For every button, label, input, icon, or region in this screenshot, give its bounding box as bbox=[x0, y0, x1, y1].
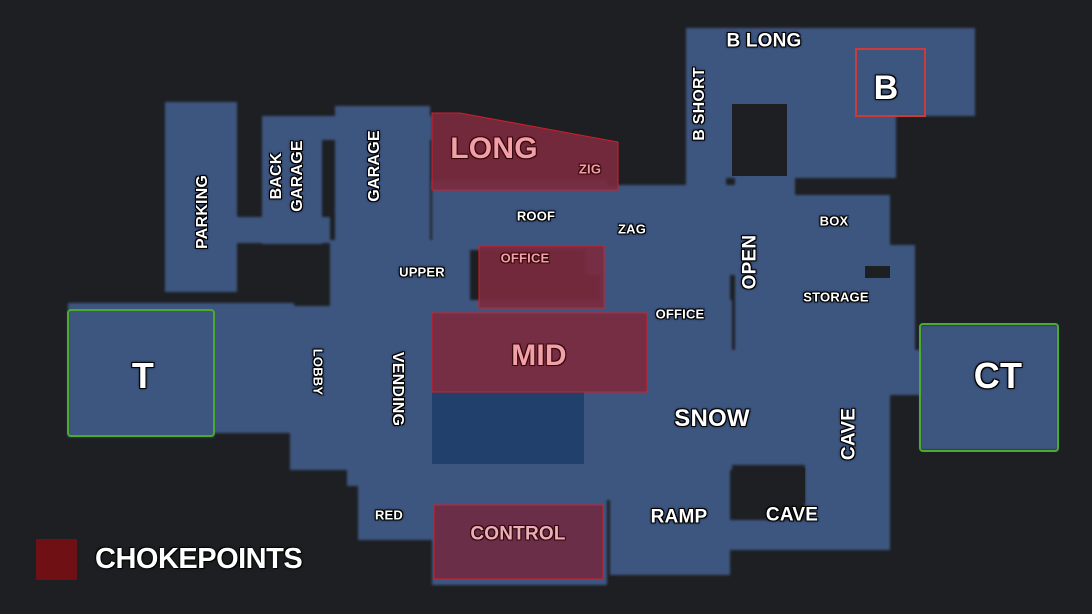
red-floor bbox=[358, 440, 438, 540]
ct-spawn-box bbox=[919, 323, 1059, 452]
control-label: CONTROL bbox=[470, 523, 566, 545]
upper-label: UPPER bbox=[399, 264, 445, 280]
ct-connector bbox=[730, 350, 925, 395]
lobby-label: LOBBY bbox=[310, 348, 326, 396]
zig-label: ZIG bbox=[578, 161, 602, 177]
b-short-label: B SHORT bbox=[691, 67, 708, 141]
back-label: BACK bbox=[268, 152, 285, 200]
wall-chunk-2 bbox=[735, 468, 805, 503]
long-label: LONG bbox=[450, 132, 538, 165]
vending-label: VENDING bbox=[389, 351, 406, 427]
control-chokepoint bbox=[433, 504, 604, 580]
t-spawn-floor bbox=[68, 303, 214, 437]
b-pillar bbox=[732, 104, 787, 176]
b-long-label: B LONG bbox=[726, 30, 802, 52]
box-floor bbox=[790, 195, 890, 245]
garage-floor bbox=[335, 106, 430, 256]
office-chokepoint bbox=[478, 245, 605, 309]
mid-chokepoint bbox=[431, 312, 648, 393]
b-site-box bbox=[855, 48, 926, 117]
roof-label: ROOF bbox=[516, 208, 556, 224]
office-label: OFFICE bbox=[655, 306, 705, 322]
storage-floor bbox=[780, 245, 915, 350]
parking-label: PARKING bbox=[194, 175, 211, 249]
legend: CHOKEPOINTS bbox=[36, 539, 303, 580]
cave-vertical-label: CAVE bbox=[838, 407, 860, 461]
box-label: BOX bbox=[819, 213, 849, 229]
office-choke-label: OFFICE bbox=[500, 250, 550, 266]
long-chokepoint bbox=[431, 112, 619, 191]
red-label: RED bbox=[374, 507, 404, 523]
ct-spawn-floor bbox=[920, 325, 1058, 450]
t-spawn-box bbox=[67, 309, 215, 437]
wall-chunk-1 bbox=[865, 266, 890, 278]
cave-floor bbox=[805, 380, 890, 545]
parking-floor bbox=[165, 102, 237, 292]
back-garage-label: GARAGE bbox=[289, 140, 306, 212]
b-site-label: B bbox=[873, 69, 899, 107]
cave-label: CAVE bbox=[765, 504, 819, 526]
mid-label: MID bbox=[511, 339, 567, 372]
ct-spawn-label: CT bbox=[973, 355, 1023, 396]
snow-label: SNOW bbox=[674, 405, 750, 432]
map-walls bbox=[732, 104, 890, 503]
garage-lower bbox=[330, 240, 470, 310]
legend-swatch bbox=[36, 539, 77, 580]
roof-floor bbox=[432, 180, 607, 250]
legend-label: CHOKEPOINTS bbox=[95, 543, 303, 575]
garage-label: GARAGE bbox=[366, 130, 383, 202]
t-connector bbox=[214, 303, 294, 433]
storage-label: STORAGE bbox=[803, 289, 869, 305]
ramp-label: RAMP bbox=[650, 506, 708, 528]
water-tile bbox=[432, 392, 584, 464]
t-spawn-label: T bbox=[131, 355, 155, 396]
open-label: OPEN bbox=[739, 234, 761, 290]
zag-label: ZAG bbox=[617, 221, 647, 237]
